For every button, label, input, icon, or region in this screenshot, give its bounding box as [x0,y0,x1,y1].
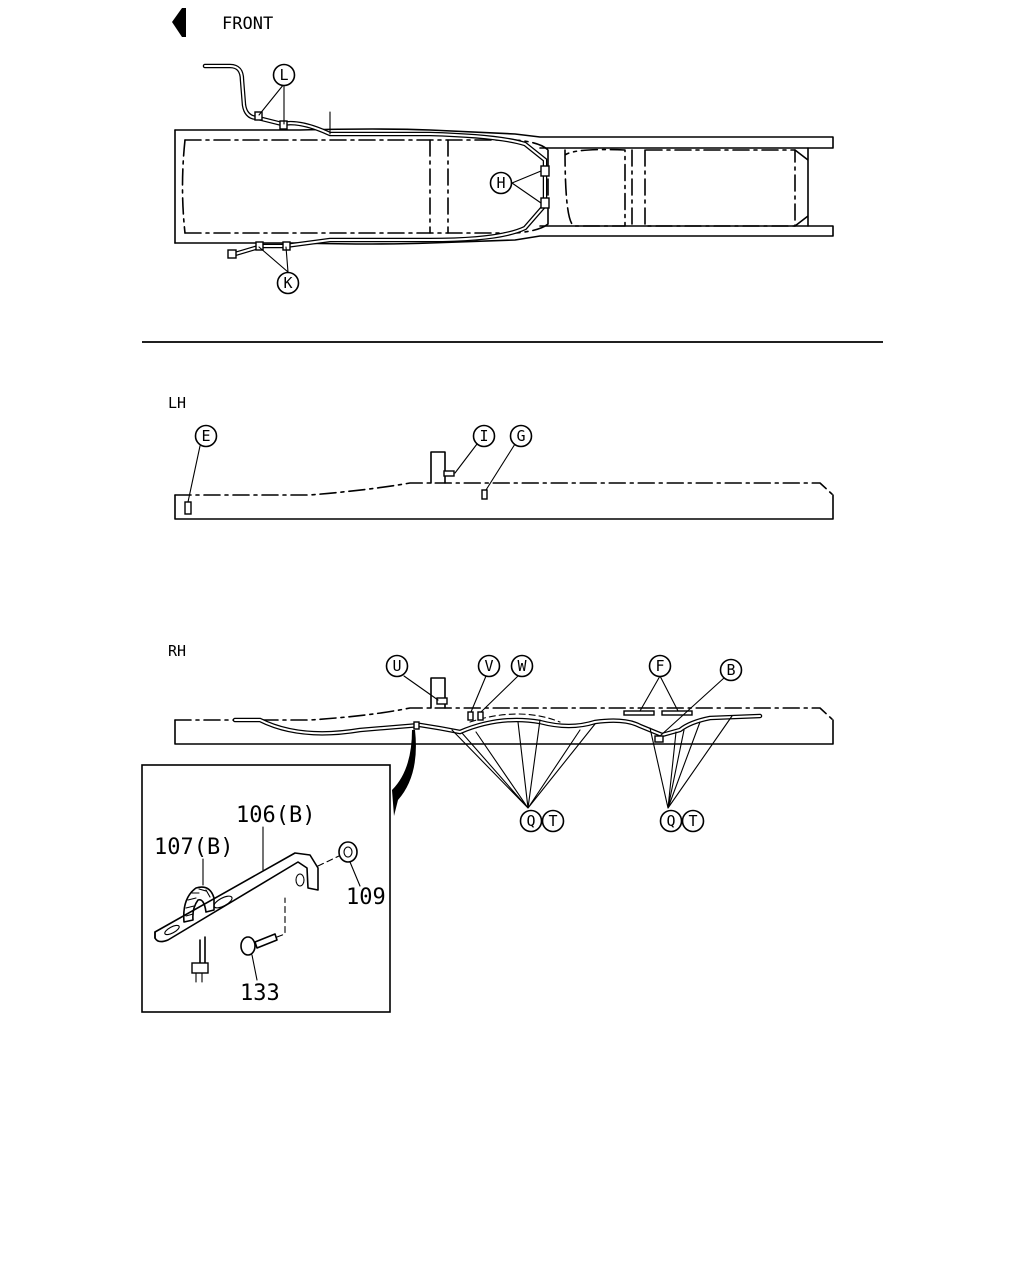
callout-F: F [648,654,672,678]
callout-K: K [276,271,300,295]
svg-text:K: K [283,274,292,292]
part-label-107: 107(B) [154,835,233,860]
svg-text:E: E [201,427,210,445]
svg-text:G: G [516,427,525,445]
lh-view [174,443,834,520]
callout-Q-1: Q [519,809,543,833]
front-label: FRONT [222,14,273,34]
callout-B: B [719,658,743,682]
rh-view-title: RH [168,642,186,660]
callout-I: I [472,424,496,448]
callout-E: E [194,424,218,448]
callout-W: W [510,654,534,678]
lh-view-title: LH [168,394,186,412]
svg-text:V: V [484,657,493,675]
callout-U: U [385,654,409,678]
part-label-109: 109 [346,885,386,910]
part-label-106: 106(B) [236,803,315,828]
callout-V: V [477,654,501,678]
front-arrow-icon [172,8,186,37]
svg-text:T: T [548,812,557,830]
svg-text:T: T [688,812,697,830]
svg-text:B: B [726,661,735,679]
svg-text:U: U [392,657,401,675]
svg-text:Q: Q [526,812,535,830]
svg-text:I: I [479,427,488,445]
callout-Q-2: Q [659,809,683,833]
rh-view [174,675,834,809]
detail-box [141,764,391,1013]
svg-text:H: H [496,174,505,192]
svg-text:L: L [279,66,288,84]
callout-L: L [272,63,296,87]
callout-G: G [509,424,533,448]
svg-text:W: W [517,657,527,675]
callout-H: H [489,171,513,195]
callout-T-2: T [681,809,705,833]
part-label-133: 133 [240,981,280,1006]
callout-T-1: T [541,809,565,833]
svg-text:Q: Q [666,812,675,830]
top-view [174,63,834,273]
detail-pointer-arrow [392,730,416,816]
svg-text:F: F [655,657,664,675]
